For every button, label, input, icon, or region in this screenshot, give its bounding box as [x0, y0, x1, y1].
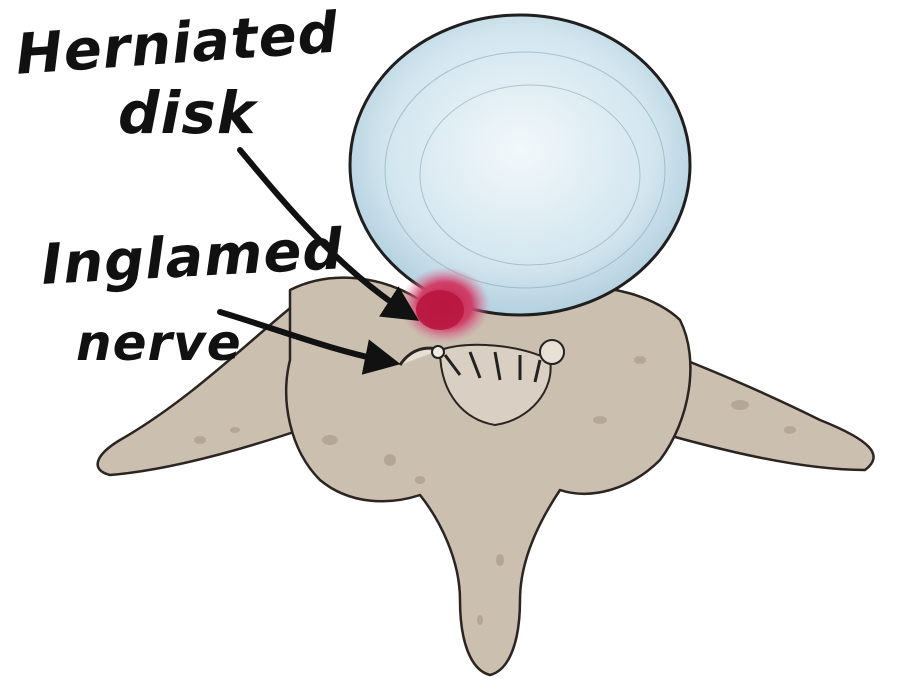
vertebral-arch	[286, 278, 690, 675]
nerve-label: nerve	[76, 318, 242, 368]
right-nerve-ganglion	[540, 340, 564, 364]
nerve-ganglion	[432, 346, 444, 358]
inflamed-label: Inglamed	[40, 222, 345, 294]
herniation-core	[416, 290, 464, 330]
disk-label: disk	[118, 84, 257, 142]
